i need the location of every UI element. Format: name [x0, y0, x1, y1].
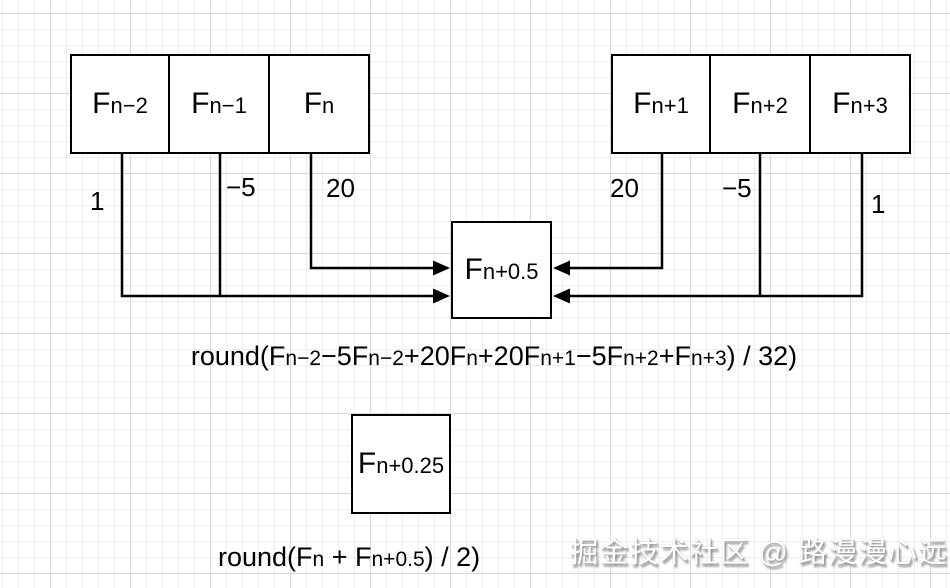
- box-f-n-plus-2: Fn+2: [711, 54, 811, 154]
- arrowhead-left-top: [433, 260, 450, 276]
- box-f-n-plus-quarter-label: Fn+0.25: [357, 447, 445, 480]
- coef-right-20: 20: [610, 173, 639, 203]
- arrowhead-left-bottom: [433, 288, 450, 304]
- box-f-n-minus-1: Fn−1: [170, 54, 270, 154]
- formula-half-pel: round(Fn−2−5Fn−2+20Fn+20Fn+1−5Fn+2+Fn+3)…: [190, 341, 798, 371]
- box-f-n-plus-quarter: Fn+0.25: [351, 414, 451, 514]
- box-f-n-plus-3-label: Fn+3: [832, 87, 888, 120]
- formula-quarter-pel: round(Fn + Fn+0.5) / 2): [218, 542, 481, 572]
- right-sample-group: Fn+1 Fn+2 Fn+3: [611, 54, 911, 154]
- box-f-n-minus-2: Fn−2: [70, 54, 170, 154]
- left-sample-group: Fn−2 Fn−1 Fn: [70, 54, 370, 154]
- coef-right-1: 1: [871, 189, 886, 219]
- watermark: 掘金技术社区 @ 路漫漫心远: [569, 537, 948, 569]
- coef-left-minus5: −5: [226, 172, 256, 202]
- coef-right-minus5: −5: [722, 173, 752, 203]
- box-f-n-plus-3: Fn+3: [811, 54, 911, 154]
- box-f-n-plus-half-label: Fn+0.5: [464, 253, 539, 286]
- box-f-n-plus-1: Fn+1: [611, 54, 711, 154]
- box-f-n-minus-1-label: Fn−1: [191, 87, 247, 120]
- box-f-n-minus-2-label: Fn−2: [92, 87, 148, 120]
- wire-fn-plus-3: [566, 153, 864, 298]
- coef-left-1: 1: [90, 186, 105, 216]
- wire-fn-plus-1: [566, 153, 664, 270]
- wire-fn-minus-2: [120, 153, 438, 298]
- box-f-n-plus-1-label: Fn+1: [633, 87, 689, 120]
- coef-left-20: 20: [326, 173, 355, 203]
- box-f-n-plus-2-label: Fn+2: [732, 87, 788, 120]
- wire-fn: [309, 153, 438, 270]
- box-f-n-label: Fn: [303, 87, 335, 120]
- arrowhead-right-bottom: [553, 288, 570, 304]
- arrowhead-right-top: [553, 260, 570, 276]
- box-f-n-plus-half: Fn+0.5: [451, 221, 552, 319]
- box-f-n: Fn: [270, 54, 370, 154]
